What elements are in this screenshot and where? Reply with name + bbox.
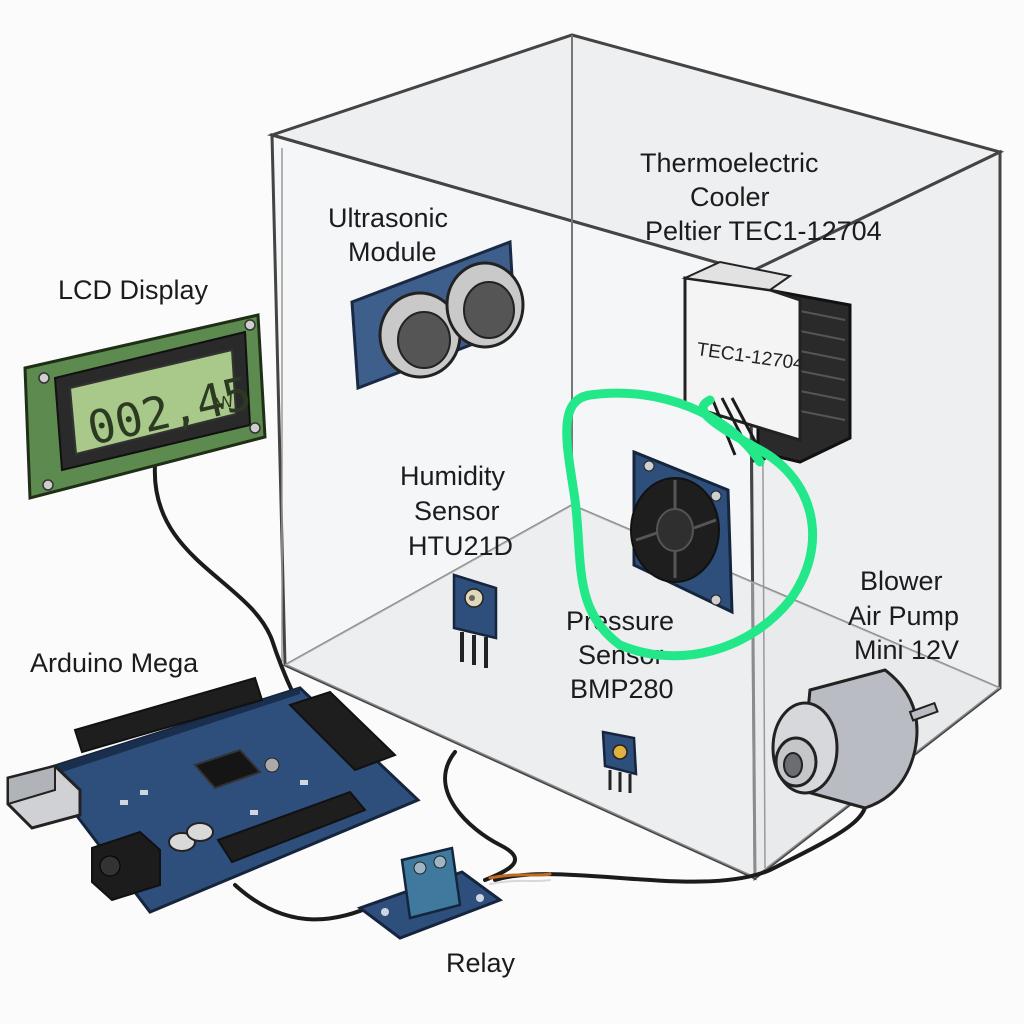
label-pressure-sensor: Pressure Sensor BMP280 bbox=[566, 606, 682, 704]
wire-relay-to-pump bbox=[493, 783, 868, 884]
lcd-unit: W bbox=[214, 391, 235, 414]
arduino-mega bbox=[6, 676, 421, 914]
label-ultrasonic-module: Ultrasonic Module bbox=[328, 203, 456, 267]
ultrasonic-module bbox=[350, 239, 525, 391]
label-lcd-display: LCD Display bbox=[58, 275, 209, 305]
label-blower-air-pump: Blower Air Pump Mini 12V bbox=[848, 566, 967, 665]
wiring bbox=[152, 463, 868, 922]
label-relay: Relay bbox=[446, 948, 516, 978]
blower-air-pump bbox=[771, 668, 939, 810]
wire-box-to-relay bbox=[443, 750, 517, 882]
label-humidity-sensor: Humidity Sensor HTU21D bbox=[400, 461, 513, 561]
fan-module bbox=[630, 449, 734, 615]
wire-arduino-to-relay bbox=[233, 883, 377, 922]
highlight-annotation bbox=[562, 388, 818, 661]
wire-lcd-to-arduino bbox=[152, 463, 302, 712]
pressure-sensor bbox=[601, 730, 638, 793]
relay-module bbox=[356, 846, 504, 940]
label-thermoelectric-cooler: Thermoelectric Cooler Peltier TEC1-12704 bbox=[640, 148, 882, 246]
lcd-display: 002,45 W bbox=[23, 313, 267, 500]
label-arduino-mega: Arduino Mega bbox=[30, 648, 199, 678]
humidity-sensor bbox=[452, 573, 498, 668]
